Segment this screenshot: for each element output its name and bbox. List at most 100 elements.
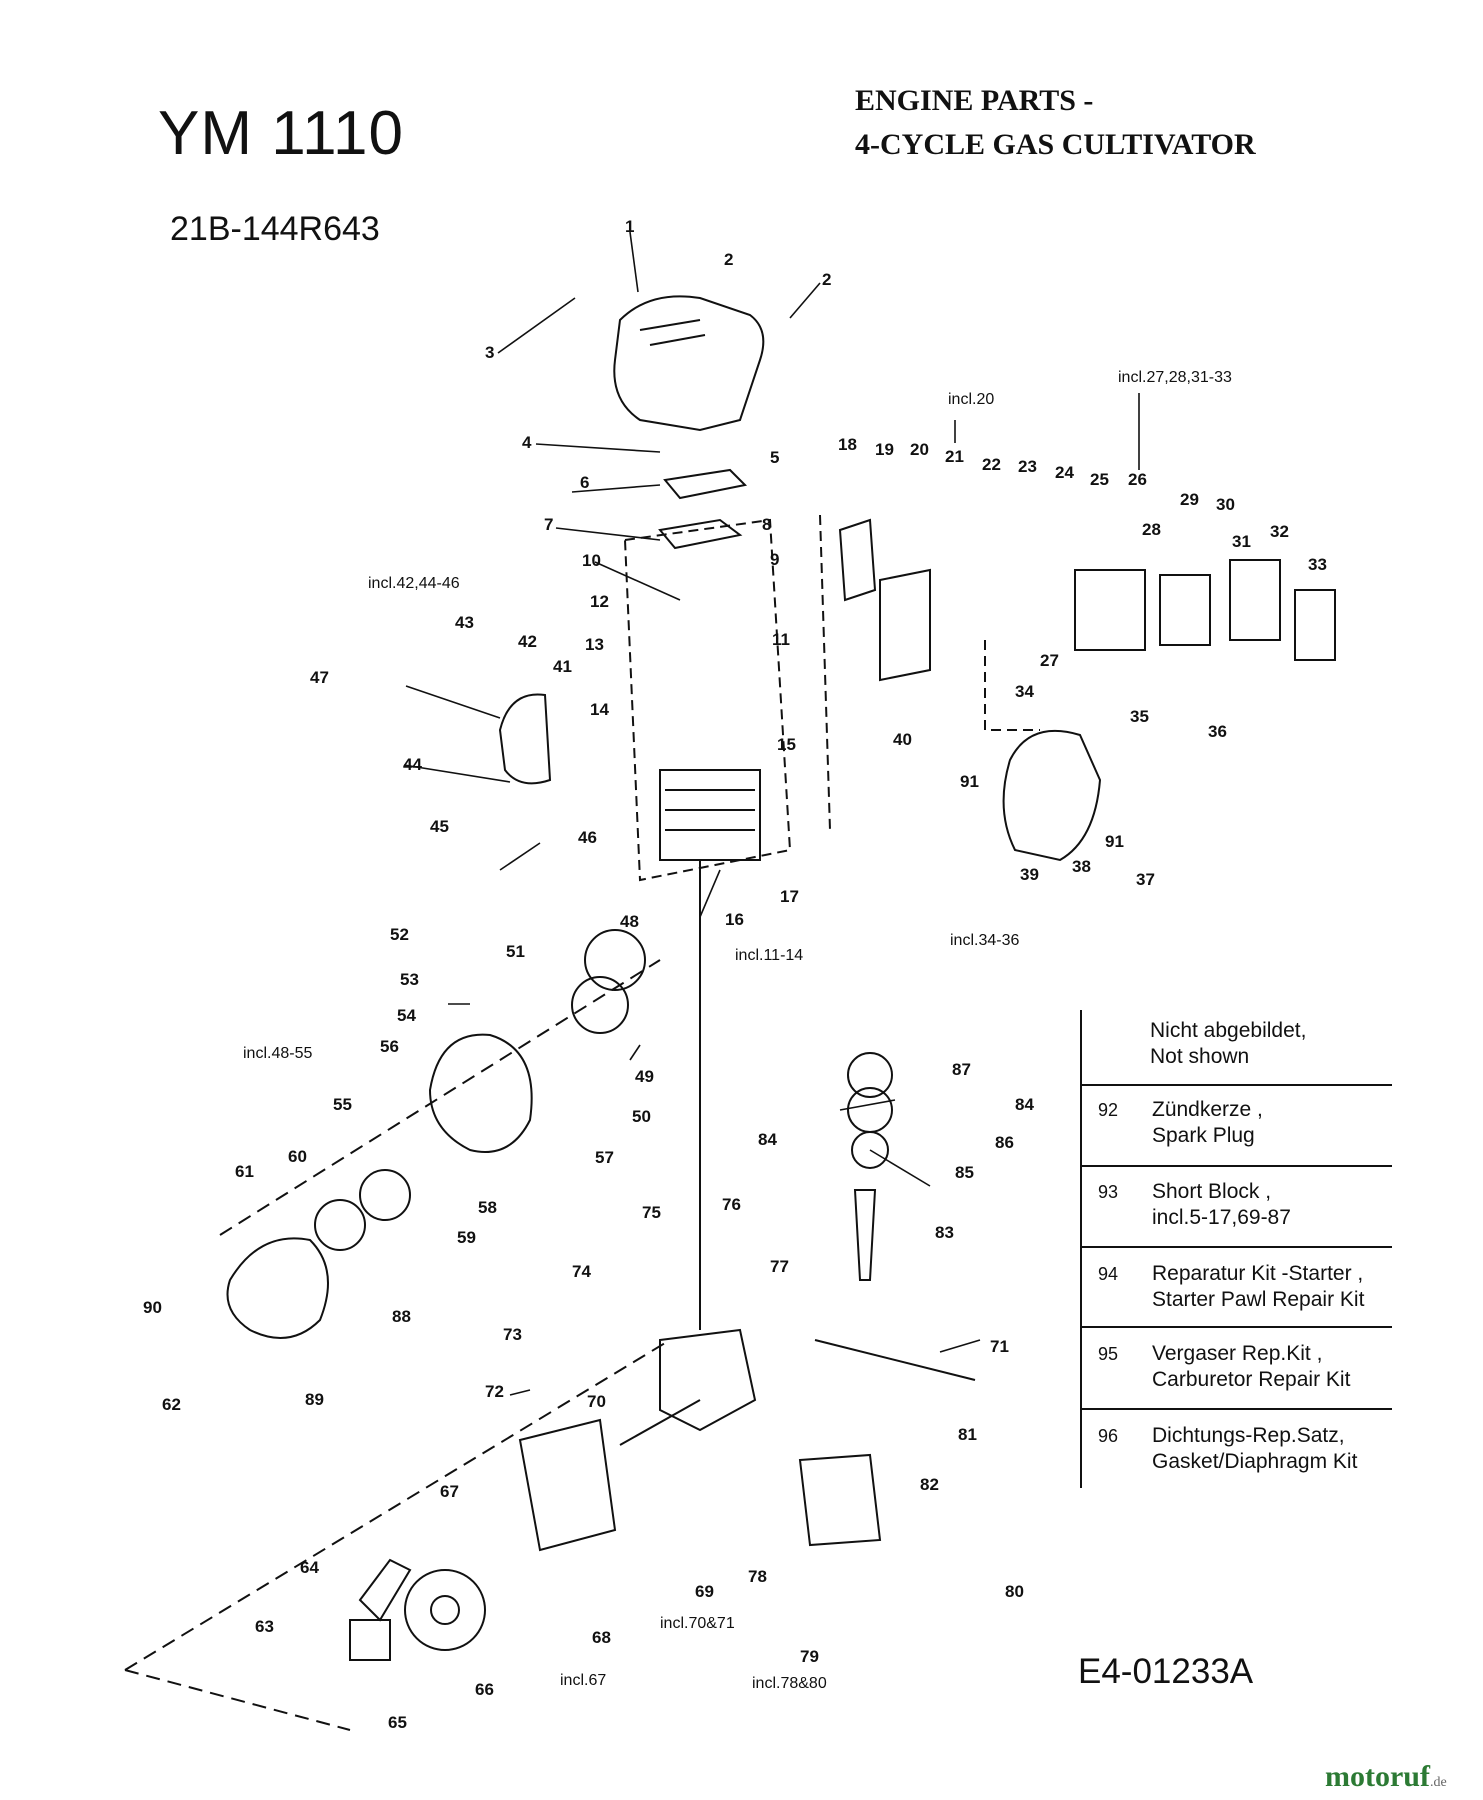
callout-35: 35 [1130,707,1149,726]
callout-44: 44 [403,755,422,774]
callout-4: 4 [522,433,532,452]
callout-36: 36 [1208,722,1227,741]
callout-19: 19 [875,440,894,459]
callout-16: 16 [725,910,744,929]
callout-91a: 91 [960,772,979,791]
callout-91b: 91 [1105,832,1124,851]
callout-22: 22 [982,455,1001,474]
callout-3: 3 [485,343,494,362]
cylinder-shape [659,769,761,861]
callout-75: 75 [642,1203,661,1222]
callout-32: 32 [1270,522,1289,541]
callout-37: 37 [1136,870,1155,889]
callout-13: 13 [585,635,604,654]
clutch-housing-shape [226,1237,329,1339]
callout-7: 7 [544,515,553,534]
callout-50: 50 [632,1107,651,1126]
callout-84a: 84 [758,1130,777,1149]
callout-9: 9 [770,550,779,569]
note-incl-34-36: incl.34-36 [950,932,1019,949]
note-incl-27-33: incl.27,28,31-33 [1118,369,1232,386]
model-number: YM 1110 [158,99,404,168]
flywheel-shape [404,1569,486,1651]
callout-59: 59 [457,1228,476,1247]
callout-81: 81 [958,1425,977,1444]
callout-74: 74 [572,1262,591,1281]
callout-11: 11 [772,630,790,649]
starter-housing-shape [428,1033,533,1153]
callout-26: 26 [1128,470,1147,489]
legend-rule [1080,1326,1392,1328]
callout-77: 77 [770,1257,789,1276]
callout-61: 61 [235,1162,254,1181]
callout-83: 83 [935,1223,954,1242]
callout-84b: 84 [1015,1095,1034,1114]
callout-60: 60 [288,1147,307,1166]
legend-row-number: 95 [1098,1344,1119,1364]
callout-71: 71 [990,1337,1009,1356]
callout-10: 10 [582,551,601,570]
fuel-tank-shape [1002,729,1102,862]
callout-72: 72 [485,1382,504,1401]
part-callouts: 1 2 2 3 4 5 6 7 8 9 10 11 12 13 14 15 16… [143,217,1327,1732]
callout-29: 29 [1180,490,1199,509]
callout-25: 25 [1090,470,1109,489]
legend-row-number: 96 [1098,1426,1119,1446]
callout-58: 58 [478,1198,497,1217]
document-number: E4-01233A [1078,1652,1254,1691]
callout-42: 42 [518,632,537,651]
legend-row-number: 94 [1098,1264,1119,1284]
legend-rule [1080,1408,1392,1410]
legend-row-line2: incl.5-17,69-87 [1152,1206,1291,1229]
callout-5: 5 [770,448,779,467]
engine-cover-shape [613,295,765,432]
legend-row-line2: Carburetor Repair Kit [1152,1368,1351,1391]
callout-18: 18 [838,435,857,454]
legend-divider [1080,1010,1082,1488]
callout-27: 27 [1040,651,1059,670]
callout-88: 88 [392,1307,411,1326]
watermark-brand: motoruf [1325,1760,1430,1793]
callout-24: 24 [1055,463,1074,482]
callout-41: 41 [553,657,572,676]
inclusion-notes: incl.20 incl.27,28,31-33 incl.42,44-46 i… [243,369,1232,1692]
callout-12: 12 [590,592,609,611]
callout-2b: 2 [822,270,831,289]
legend-heading-line1: Nicht abgebildet, [1150,1019,1307,1042]
callout-73: 73 [503,1325,522,1344]
callout-20: 20 [910,440,929,459]
callout-82: 82 [920,1475,939,1494]
callout-48: 48 [620,912,639,931]
callout-46: 46 [578,828,597,847]
note-incl-78-80: incl.78&80 [752,1675,827,1692]
callout-64: 64 [300,1558,319,1577]
callout-78: 78 [748,1567,767,1586]
callout-34: 34 [1015,682,1034,701]
callout-63: 63 [255,1617,274,1636]
callout-2: 2 [724,250,733,269]
callout-8: 8 [762,515,771,534]
callout-57: 57 [595,1148,614,1167]
legend-heading: Nicht abgebildet, Not shown [1150,1018,1306,1070]
callout-21: 21 [945,447,964,466]
callout-52: 52 [390,925,409,944]
legend-row-line1: Dichtungs-Rep.Satz, [1152,1424,1345,1447]
callout-1: 1 [625,217,634,236]
callout-39: 39 [1020,865,1039,884]
legend-row-line1: Short Block , [1152,1180,1272,1203]
note-incl-67: incl.67 [560,1672,606,1689]
callout-30: 30 [1216,495,1235,514]
callout-33: 33 [1308,555,1327,574]
legend-row-line2: Gasket/Diaphragm Kit [1152,1450,1358,1473]
callout-80: 80 [1005,1582,1024,1601]
note-incl-42-46: incl.42,44-46 [368,575,460,592]
callout-28: 28 [1142,520,1161,539]
legend-heading-line2: Not shown [1150,1045,1250,1068]
callout-6: 6 [580,473,589,492]
legend-row-line1: Vergaser Rep.Kit , [1152,1342,1323,1365]
gasket-shape [658,518,743,550]
callout-47: 47 [310,668,329,687]
callout-38: 38 [1072,857,1091,876]
callout-56: 56 [380,1037,399,1056]
